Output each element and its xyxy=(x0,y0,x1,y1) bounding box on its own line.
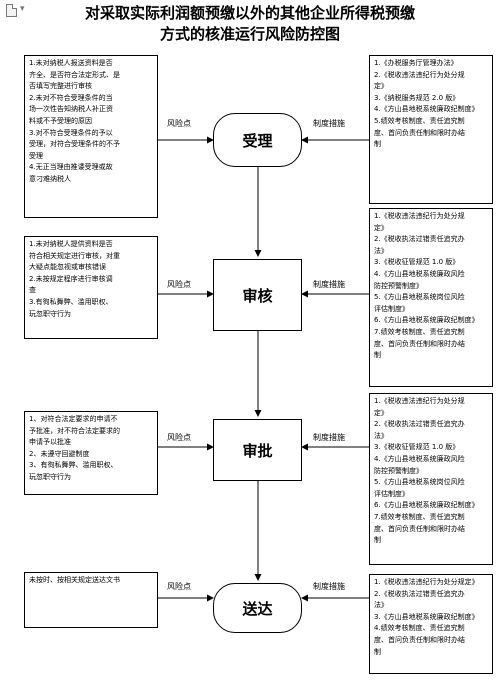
measure-line: 定》 xyxy=(374,223,388,232)
measure-line: 4.《方山县地税系统廉政风险 xyxy=(374,454,465,463)
measure-line: 评估制度》 xyxy=(374,304,409,313)
risk-label-deliver: 风险点 xyxy=(167,582,191,591)
measure-line: 法》 xyxy=(374,246,388,255)
measure-box-review: 1.《税收违法违纪行为处分规 定》 2.《税收执法过错责任追究办 法》 3.《税… xyxy=(369,208,493,387)
measure-label-deliver: 制度措施 xyxy=(313,582,345,591)
risk-line: 玩忽职守行为 xyxy=(29,472,71,481)
measure-line: 3.《税收征管规范 1.0 版》 xyxy=(374,443,460,452)
dropdown-arrow-icon[interactable]: ▾ xyxy=(20,4,25,14)
measure-line: 3.《方山县地税系统廉政纪制度》 xyxy=(374,612,479,621)
chart-title-line-1: 对采取实际利润额预缴以外的其他企业所得税预缴 xyxy=(84,4,415,22)
measure-box-accept: 1.《办税服务厅管理办法》 2.《税收违法违纪行为处分规 定》 3.《纳税服务规… xyxy=(369,55,493,204)
measure-line: 定》 xyxy=(374,82,388,91)
measure-line: 1.《税收违法违纪行为处分规 xyxy=(374,212,465,220)
measure-line: 2.《税收违法违纪行为处分规 xyxy=(374,70,465,79)
measure-line: 防控预警制度》 xyxy=(374,281,423,290)
risk-line: 受理 xyxy=(29,151,43,160)
measure-line: 法》 xyxy=(374,431,388,440)
document-icon[interactable] xyxy=(6,4,17,17)
risk-line: 3、有徇私舞弊、滥用职权、 xyxy=(29,461,118,470)
measure-line: 4.《方山县地税系统廉政纪制度》 xyxy=(374,105,479,114)
measure-line: 6.《方山县地税系统廉政纪制度》 xyxy=(374,316,479,325)
top-toolbar: ▾ xyxy=(0,0,60,20)
measure-line: 制 xyxy=(374,536,381,545)
measure-line: 度、首问负责任制和限时办结 xyxy=(374,128,465,137)
risk-line: 意刁难纳税人 xyxy=(29,174,71,183)
measure-line: 3.《税收征管规范 1.0 版》 xyxy=(374,258,460,267)
risk-line: 申请予以批准 xyxy=(29,438,71,447)
risk-line: 否填写完整进行审核 xyxy=(29,82,92,91)
measure-line: 1.《办税服务厅管理办法》 xyxy=(374,59,458,67)
measure-line: 4.《方山县地税系统廉政风险 xyxy=(374,269,465,278)
measure-line: 5.《方山县地税系统岗位风险 xyxy=(374,293,465,302)
measure-line: 防控预警制度》 xyxy=(374,466,423,475)
risk-line: 未按时、按相关规定送达文书 xyxy=(29,576,120,584)
measure-box-approve: 1.《税收违法违纪行为处分规 定》 2.《税收执法过错责任追究办 法》 3.《税… xyxy=(369,393,493,565)
measure-line: 度、首问负责任制和限时办结 xyxy=(374,524,465,533)
measure-line: 2.《税收执法过错责任追究办 xyxy=(374,589,465,598)
measure-line: 4.绩效考核制度、责任追究制 xyxy=(374,624,465,633)
risk-line: 4.无正当理由推诿受理或故 xyxy=(29,163,113,172)
measure-line: 法》 xyxy=(374,601,388,610)
measure-line: 1.《税收违法违纪行为处分规定》 xyxy=(374,578,479,586)
risk-label-review: 风险点 xyxy=(167,280,191,289)
measure-line: 5.绩效考核制度、责任追究制 xyxy=(374,116,465,125)
measure-label-approve: 制度措施 xyxy=(313,433,345,442)
measure-line: 制 xyxy=(374,140,381,149)
measure-line: 制 xyxy=(374,351,381,360)
risk-line: 玩忽职守行为 xyxy=(29,309,71,318)
measure-line: 2.《税收执法过错责任追究办 xyxy=(374,420,465,429)
measure-line: 7.绩效考核制度、责任追究制 xyxy=(374,327,465,336)
risk-box-deliver: 未按时、按相关规定送达文书 xyxy=(24,572,158,628)
measure-box-deliver: 1.《税收违法违纪行为处分规定》 2.《税收执法过错责任追究办 法》 3.《方山… xyxy=(369,574,493,674)
stage-review: 审核 xyxy=(213,259,302,331)
measure-line: 评估制度》 xyxy=(374,489,409,498)
risk-line: 2、未遵守回避制度 xyxy=(29,449,90,458)
stage-accept: 受理 xyxy=(213,113,302,167)
measure-line: 定》 xyxy=(374,408,388,417)
risk-line: 1.未对纳税人提供资料是否 xyxy=(29,240,113,248)
risk-box-review: 1.未对纳税人提供资料是否 符合相关规定进行审核，对重 大疑点能忽视或审核错误 … xyxy=(24,236,158,339)
measure-line: 度、首问负责任制和限时办结 xyxy=(374,635,465,644)
risk-line: 符合相关规定进行审核，对重 xyxy=(29,251,120,260)
stage-approve: 审批 xyxy=(213,419,302,481)
measure-line: 5.《方山县地税系统岗位风险 xyxy=(374,478,465,487)
risk-line: 齐全、是否符合法定形式、是 xyxy=(29,70,120,79)
risk-line: 场一次性告知纳税人补正资 xyxy=(29,105,113,114)
measure-line: 7.绩效考核制度、责任追究制 xyxy=(374,512,465,521)
stage-deliver: 送达 xyxy=(213,583,302,633)
risk-line: 1.未对纳税人报送资料是否 xyxy=(29,59,113,67)
risk-line: 料或不予受理的原因 xyxy=(29,116,92,125)
risk-line: 查 xyxy=(29,286,36,295)
measure-label-review: 制度措施 xyxy=(313,280,345,289)
risk-box-accept: 1.未对纳税人报送资料是否 齐全、是否符合法定形式、是 否填写完整进行审核 2.… xyxy=(24,55,158,218)
risk-line: 大疑点能忽视或审核错误 xyxy=(29,263,106,272)
risk-line: 予批准，对不符合法定要求的 xyxy=(29,426,120,435)
risk-line: 1、对符合法定要求的申请不 xyxy=(29,415,118,423)
measure-line: 3.《纳税服务规范 2.0 版》 xyxy=(374,93,460,102)
measure-line: 度、首问负责任制和限时办结 xyxy=(374,339,465,348)
measure-line: 2.《税收执法过错责任追究办 xyxy=(374,235,465,244)
risk-line: 受理，对符合受理条件的不予 xyxy=(29,140,120,149)
measure-line: 1.《税收违法违纪行为处分规 xyxy=(374,397,465,405)
risk-box-approve: 1、对符合法定要求的申请不 予批准，对不符合法定要求的 申请予以批准 2、未遵守… xyxy=(24,411,158,495)
risk-line: 2.未按规定程序进行审核调 xyxy=(29,274,113,283)
measure-line: 6.《方山县地税系统廉政纪制度》 xyxy=(374,501,479,510)
chart-title-line-2: 方式的核准运行风险防控图 xyxy=(159,25,340,43)
measure-label-accept: 制度措施 xyxy=(313,119,345,128)
risk-line: 2.未对不符合受理条件的当 xyxy=(29,93,113,102)
risk-label-approve: 风险点 xyxy=(167,433,191,442)
risk-line: 3.对不符合受理条件的予以 xyxy=(29,128,113,137)
risk-label-accept: 风险点 xyxy=(167,119,191,128)
measure-line: 制 xyxy=(374,647,381,656)
risk-line: 3.有徇私舞弊、滥用职权、 xyxy=(29,297,113,306)
